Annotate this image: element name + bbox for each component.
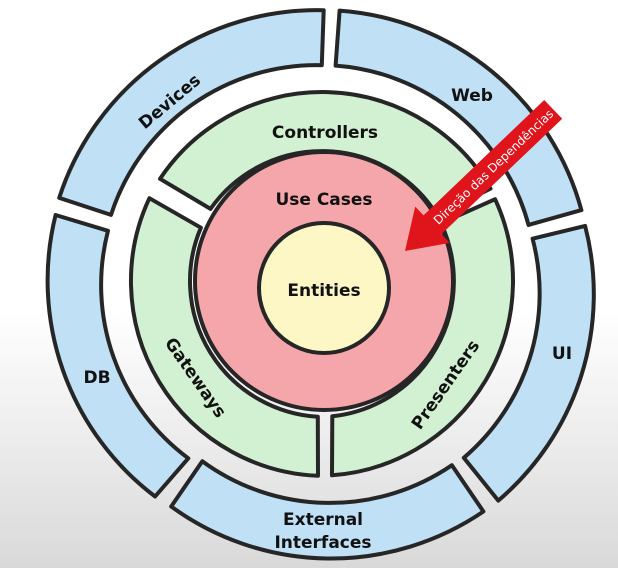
web-segment xyxy=(333,8,584,227)
external-interfaces-label-line1: External xyxy=(283,510,363,530)
external-interfaces-segment xyxy=(169,459,486,561)
devices-segment xyxy=(57,8,326,217)
use-cases-label: Use Cases xyxy=(275,190,372,210)
gateways-segment xyxy=(129,196,320,478)
ui-label: UI xyxy=(552,344,572,364)
entities-label: Entities xyxy=(287,281,360,301)
entities-circle xyxy=(257,221,391,355)
db-label: DB xyxy=(83,368,110,388)
ui-segment xyxy=(461,223,596,503)
web-label: Web xyxy=(451,86,493,106)
external-interfaces-label-line2: Interfaces xyxy=(274,533,371,553)
arrow-shape xyxy=(405,99,563,251)
db-segment xyxy=(45,213,191,499)
controllers-label: Controllers xyxy=(272,123,378,143)
